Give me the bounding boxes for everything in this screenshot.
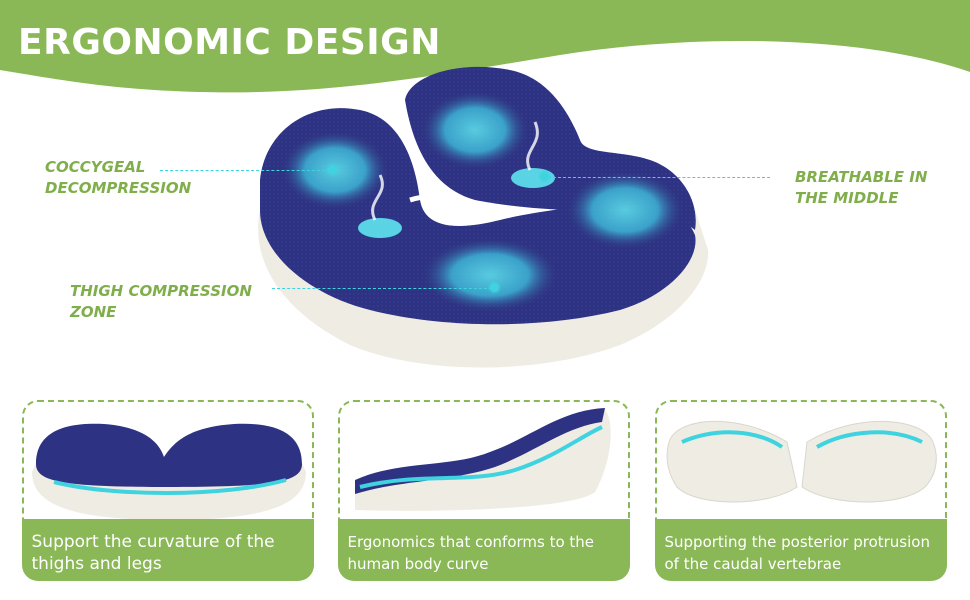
marker-dot-breathable bbox=[540, 172, 549, 181]
panel-caption-caudal-support: Supporting the posterior protrusion of t… bbox=[654, 518, 947, 581]
feature-panel-caudal-support: Supporting the posterior protrusion of t… bbox=[654, 400, 947, 581]
feature-panel-body-curve: Ergonomics that conforms to the human bo… bbox=[337, 400, 630, 581]
cushion-rear-view-image bbox=[666, 420, 937, 503]
marker-dot-thigh bbox=[490, 283, 499, 292]
panel-caption-body-curve: Ergonomics that conforms to the human bo… bbox=[337, 518, 630, 581]
panel-caption-thigh-support: Support the curvature of the thighs and … bbox=[21, 518, 314, 581]
callout-coccygeal-decompression: COCCYGEAL DECOMPRESSION bbox=[45, 158, 192, 197]
header-banner bbox=[0, 0, 970, 93]
leader-line-coccygeal bbox=[160, 170, 330, 171]
leader-line-thigh bbox=[272, 288, 492, 289]
callout-breathable-middle: BREATHABLE IN THE MIDDLE bbox=[795, 168, 928, 207]
cushion-front-view-image bbox=[32, 423, 306, 520]
cushion-side-view-image bbox=[355, 408, 611, 511]
marker-dot-coccygeal bbox=[328, 165, 337, 174]
page-title: ERGONOMIC DESIGN bbox=[18, 22, 441, 63]
hero-cushion-illustration bbox=[258, 66, 709, 368]
feature-panel-thigh-support: Support the curvature of the thighs and … bbox=[21, 400, 314, 581]
callout-thigh-compression-zone: THIGH COMPRESSION ZONE bbox=[70, 282, 252, 321]
leader-line-breathable bbox=[548, 177, 770, 178]
